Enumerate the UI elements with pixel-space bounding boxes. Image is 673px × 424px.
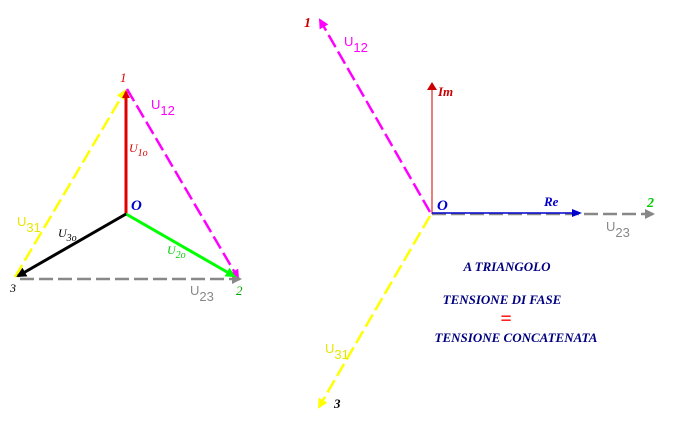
real-axis-label: Re — [543, 194, 559, 209]
left-u12-label: U12 — [151, 97, 175, 118]
left-triangle-diagram: 1 2 3 O U12 U31 U23 U1o U2o U3o — [9, 70, 243, 304]
left-vertex-2-label: 2 — [236, 283, 243, 298]
left-u3o-vector — [16, 212, 127, 278]
right-vertex-2-label: 2 — [646, 196, 654, 211]
left-origin-label: O — [131, 198, 142, 214]
left-u31-vector — [13, 89, 127, 278]
caption-block: A TRIANGOLO TENSIONE DI FASE = TENSIONE … — [435, 259, 598, 345]
left-u3o-label: U3o — [58, 226, 77, 244]
right-u12-vector — [318, 18, 432, 213]
left-vertex-1-label: 1 — [120, 70, 127, 85]
right-u12-label: U12 — [344, 34, 368, 55]
left-u31-label: U31 — [17, 214, 41, 235]
caption-equals: = — [500, 308, 511, 330]
right-phasor-diagram: 1 2 3 O Im Re U12 U23 U31 — [304, 16, 655, 411]
left-u2o-label: U2o — [167, 243, 186, 261]
caption-line-3: TENSIONE CONCATENATA — [435, 330, 598, 345]
right-u31-vector — [317, 215, 432, 409]
right-u23-label: U23 — [606, 219, 630, 240]
left-vertex-3-label: 3 — [9, 281, 16, 295]
right-u31-label: U31 — [325, 341, 349, 362]
left-u2o-vector — [125, 212, 236, 278]
right-vertex-3-label: 3 — [333, 396, 341, 411]
left-u1o-label: U1o — [129, 141, 148, 159]
caption-line-1: A TRIANGOLO — [462, 259, 551, 274]
right-origin-label: O — [437, 198, 448, 214]
caption-line-2: TENSIONE DI FASE — [443, 292, 562, 307]
left-u23-label: U23 — [190, 283, 214, 304]
imaginary-axis-label: Im — [437, 84, 453, 99]
right-vertex-1-label: 1 — [304, 16, 311, 31]
left-u12-vector — [125, 88, 240, 280]
